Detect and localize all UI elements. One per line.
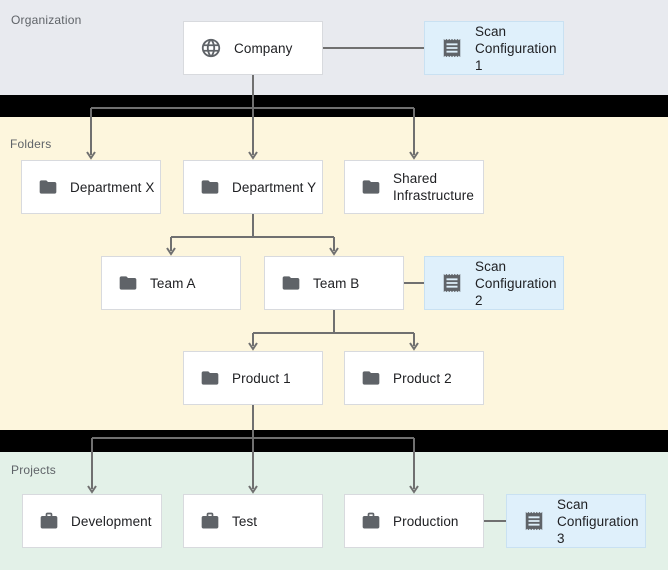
node-company: Company: [183, 21, 323, 75]
node-label: Company: [234, 40, 293, 56]
node-product-1: Product 1: [183, 351, 323, 405]
folder-icon: [361, 368, 381, 388]
node-test: Test: [183, 494, 323, 548]
node-label: Team B: [313, 275, 360, 291]
node-product-2: Product 2: [344, 351, 484, 405]
node-label: Test: [232, 513, 258, 529]
node-team-b: Team B: [264, 256, 404, 310]
receipt-icon: [523, 510, 545, 532]
node-label: Department Y: [232, 179, 317, 195]
node-department-x: Department X: [21, 160, 161, 214]
divider-bar-bottom: [0, 430, 668, 452]
node-label: Production: [393, 513, 459, 529]
node-scan-configuration-2: Scan Configuration 2: [424, 256, 564, 310]
projects-band-label: Projects: [11, 463, 56, 477]
node-department-y: Department Y: [183, 160, 323, 214]
briefcase-icon: [39, 511, 59, 531]
node-label: Development: [71, 513, 152, 529]
node-label: Scan Configuration 3: [557, 496, 639, 546]
folder-icon: [200, 368, 220, 388]
node-label: Department X: [70, 179, 155, 195]
folder-icon: [281, 273, 301, 293]
briefcase-icon: [200, 511, 220, 531]
node-label: Scan Configuration 2: [475, 258, 557, 308]
folder-icon: [118, 273, 138, 293]
node-scan-configuration-3: Scan Configuration 3: [506, 494, 646, 548]
organization-band-label: Organization: [11, 13, 82, 27]
divider-bar-top: [0, 95, 668, 117]
node-scan-configuration-1: Scan Configuration 1: [424, 21, 564, 75]
folder-icon: [38, 177, 58, 197]
globe-icon: [200, 37, 222, 59]
node-shared-infrastructure: Shared Infrastructure: [344, 160, 484, 214]
receipt-icon: [441, 37, 463, 59]
node-development: Development: [22, 494, 162, 548]
folder-icon: [361, 177, 381, 197]
node-label: Scan Configuration 1: [475, 23, 557, 73]
node-label: Product 1: [232, 370, 291, 386]
node-label: Shared Infrastructure: [393, 171, 474, 203]
node-team-a: Team A: [101, 256, 241, 310]
node-production: Production: [344, 494, 484, 548]
briefcase-icon: [361, 511, 381, 531]
folder-icon: [200, 177, 220, 197]
receipt-icon: [441, 272, 463, 294]
node-label: Product 2: [393, 370, 452, 386]
node-label: Team A: [150, 275, 196, 291]
folders-band-label: Folders: [10, 137, 52, 151]
